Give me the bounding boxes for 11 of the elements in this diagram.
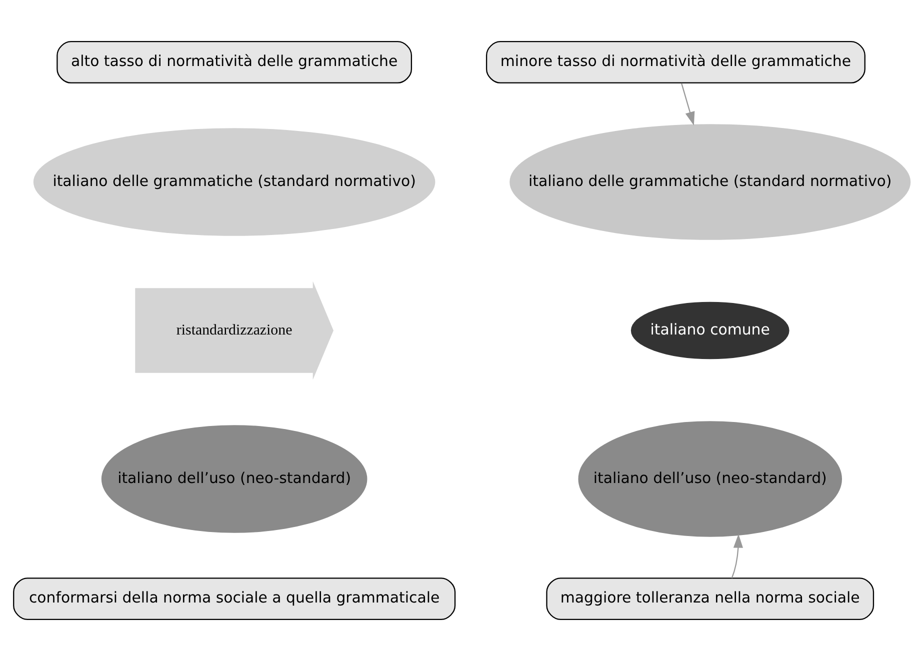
node-box: alto tasso di normatività delle grammatiche [56,40,412,83]
node-ellipse: italiano delle grammatiche (standard normativo) [32,128,435,236]
node-ellipse: italiano dell’uso (neo-standard) [100,424,367,532]
node-box: minore tasso di normatività delle grammatiche [485,40,865,83]
arrow [680,82,694,125]
node-box: conformarsi della norma sociale a quella grammaticale [12,577,456,620]
node-box: maggiore tolleranza nella norma sociale [546,577,874,620]
node-ellipse: italiano dell’uso (neo-standard) [578,420,842,536]
arrow [730,534,743,578]
node-ellipse: italiano comune [630,301,789,359]
node-ellipse: italiano delle grammatiche (standard normativo) [509,124,910,240]
